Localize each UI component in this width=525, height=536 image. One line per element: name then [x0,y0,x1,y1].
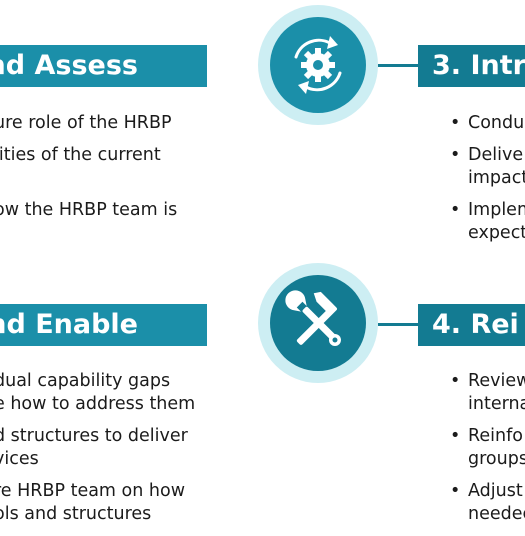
list-item: ure role of the HRBP [0,113,172,133]
list-item: lities of the current [0,145,161,165]
stage-icon-ring-reinforce [258,263,378,383]
connector-line [378,323,418,326]
list-item: interna [468,394,525,414]
stage-bullets-enable: dual capability gaps e how to address th… [0,370,195,536]
list-item: •Delive [450,145,524,165]
stage-icon-ring-intro [258,5,378,125]
stage-banner-assess: nd Assess [0,45,207,87]
stage-title: 3. Intro [432,50,525,81]
stage-title: 4. Rei [432,309,519,340]
hammer-wrench-icon [285,290,341,346]
list-item: impact [468,168,525,188]
stage-title: nd Enable [0,309,138,340]
stage-bullets-intro: •Condu •Delive impact •Implem expect [450,112,525,255]
connector-line [378,64,418,67]
list-item: groups [468,449,525,469]
list-item: ols and structures [0,504,152,524]
gear-cycle-icon [294,36,342,94]
list-item: •Adjust [450,481,523,501]
list-item: needec [468,504,525,524]
list-item: •Review [450,371,525,391]
list-item: e how to address them [0,394,196,414]
list-item: vices [0,449,39,469]
list-item: d structures to deliver [0,426,188,446]
list-item: ow the HRBP team is [0,200,178,220]
stage-banner-reinforce: 4. Rei [418,304,525,346]
stage-banner-enable: nd Enable [0,304,207,346]
list-item: •Condu [450,113,525,133]
list-item: •Reinfo [450,426,523,446]
stage-title: nd Assess [0,50,138,81]
list-item: dual capability gaps [0,371,171,391]
list-item: re HRBP team on how [0,481,186,501]
list-item: •Implem [450,200,525,220]
stage-bullets-reinforce: •Review interna •Reinfo groups •Adjust n… [450,370,525,536]
stage-bullets-assess: ure role of the HRBP lities of the curre… [0,112,177,232]
list-item: expect [468,223,525,243]
stage-banner-intro: 3. Intro [418,45,525,87]
